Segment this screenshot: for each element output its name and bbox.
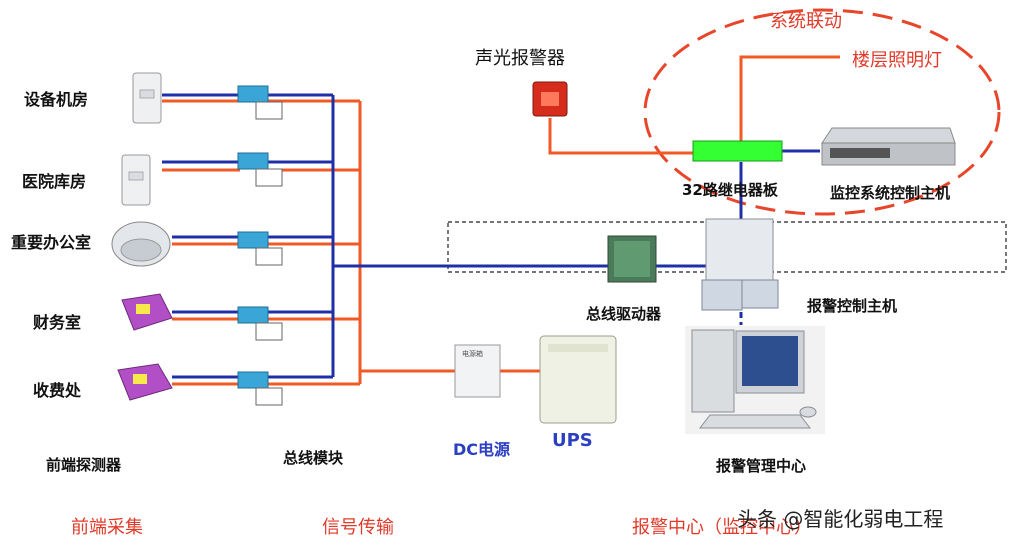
alarm-host-caption: 报警控制主机: [807, 297, 898, 315]
linkage-ellipse: [643, 8, 1001, 216]
bus-driver-icon: [607, 235, 657, 283]
ups-icon: [539, 335, 617, 424]
panel-detector-icon: [121, 293, 173, 331]
module-wires: [268, 93, 362, 386]
dc-power-caption: DC电源: [453, 440, 511, 459]
alarm-center-caption: 报警管理中心: [716, 457, 807, 475]
alarm-host-icon: [701, 218, 779, 311]
dc-box-text: 电源箱: [462, 350, 483, 358]
monitor-host-icon: [821, 127, 956, 166]
pir-detector-icon: [132, 72, 162, 124]
floor-light-caption: 楼层照明灯: [852, 50, 942, 71]
dc-power-icon: [454, 344, 501, 398]
detector-wires: [162, 93, 240, 386]
bus-driver-caption: 总线驱动器: [586, 305, 662, 323]
bus-module-caption: 总线模块: [283, 449, 344, 467]
room-label: 重要办公室: [11, 233, 92, 252]
strobe-alarm-icon: [532, 81, 568, 117]
room-label: 财务室: [33, 313, 82, 332]
linkage-title: 系统联动: [770, 11, 842, 32]
ceiling-detector-icon: [111, 221, 171, 267]
section-signal: 信号传输: [322, 517, 394, 538]
room-label: 收费处: [33, 381, 82, 400]
bus-dashed-box: [447, 221, 1007, 273]
room-label: 医院库房: [22, 172, 87, 191]
monitor-host-caption: 监控系统控制主机: [830, 184, 951, 202]
front-detector-caption: 前端探测器: [46, 456, 122, 474]
section-front: 前端采集: [71, 517, 143, 538]
room-label: 设备机房: [24, 90, 89, 109]
alarm-center-pc-icon: [685, 326, 825, 434]
ups-caption: UPS: [552, 430, 593, 451]
strobe-caption: 声光报警器: [475, 48, 565, 69]
section-center: 报警中心（监控中心）: [632, 517, 812, 538]
watermark: 头条 @智能化弱电工程: [737, 507, 944, 531]
relay-board: [692, 140, 783, 162]
panel-detector-icon: [117, 363, 173, 401]
bus-modules: [237, 85, 283, 406]
pir-detector-icon: [121, 154, 151, 206]
relay-board-caption: 32路继电器板: [682, 181, 778, 199]
